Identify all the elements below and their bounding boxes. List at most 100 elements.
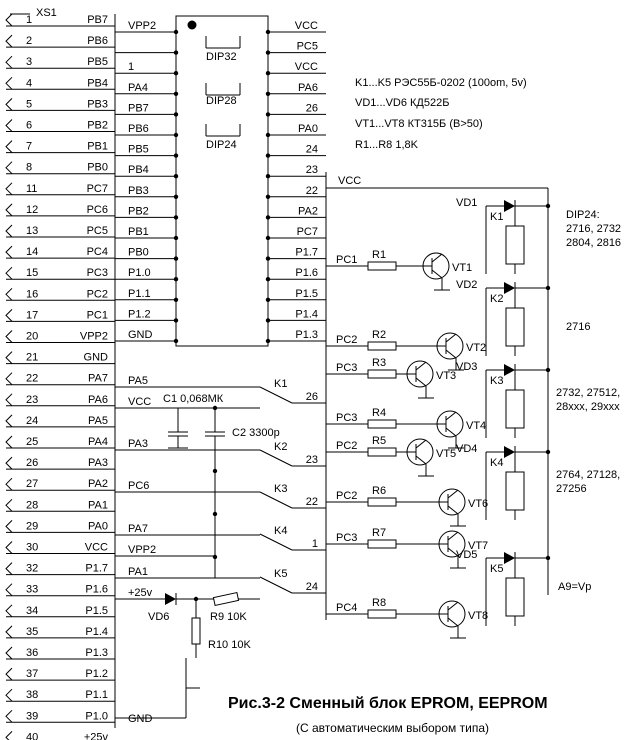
- legend-resistors: R1...R8 1,8K: [355, 139, 419, 151]
- pin-number: 4: [26, 77, 32, 89]
- label-pc6: PC6: [128, 480, 149, 492]
- pin-number: 5: [26, 98, 32, 110]
- pin-number: 7: [26, 141, 32, 153]
- pin-number: 22: [26, 373, 38, 385]
- stage-signal: PC4: [336, 602, 357, 614]
- pin-number: 38: [26, 689, 38, 701]
- pin-number: 24: [26, 415, 38, 427]
- legend-transistors: VT1...VT8 КТ315Б (B>50): [355, 118, 483, 130]
- pin-number: 16: [26, 288, 38, 300]
- label-r10: R10 10K: [208, 639, 251, 651]
- stage-resistor: R4: [372, 407, 386, 419]
- type-k1-a: 2716, 2732: [566, 223, 621, 235]
- pin-signal: PA5: [88, 415, 108, 427]
- pin-number: 13: [26, 225, 38, 237]
- pin-number: 29: [26, 520, 38, 532]
- socket-left-label: P1.0: [128, 267, 151, 279]
- socket-right-label: VCC: [295, 20, 318, 32]
- pin-number: 23: [26, 394, 38, 406]
- transistor-icon: [406, 438, 434, 466]
- socket-left-label: PB3: [128, 185, 149, 197]
- socket-left-label: P1.2: [128, 308, 151, 320]
- pin-number: 15: [26, 267, 38, 279]
- pin-signal: PB1: [87, 141, 108, 153]
- transistor-label: VT7: [468, 540, 488, 552]
- pin-number: 37: [26, 668, 38, 680]
- contact-label: K4: [274, 525, 287, 537]
- transistor-icon: [436, 332, 464, 360]
- pin-signal: P1.5: [85, 605, 108, 617]
- contact-label: K5: [274, 568, 287, 580]
- contact-label: K2: [274, 441, 287, 453]
- type-k4-a: 2764, 27128,: [556, 469, 620, 481]
- pin-signal: PB3: [87, 98, 108, 110]
- pin-signal: GND: [84, 352, 109, 364]
- stage-resistor: R5: [372, 435, 386, 447]
- socket-left-label: PA4: [128, 82, 148, 94]
- transistor-icon: [422, 252, 450, 280]
- pin-signal: PA0: [88, 520, 108, 532]
- pin-signal: PA3: [88, 457, 108, 469]
- transistor-icon: [406, 360, 434, 388]
- power-bus: VCC: [325, 172, 549, 620]
- pin-number: 30: [26, 542, 38, 554]
- relay-label: K4: [490, 457, 503, 469]
- relay-label: K2: [490, 293, 503, 305]
- connector-pin: 5 PB3: [5, 98, 115, 111]
- pin-number: 27: [26, 478, 38, 490]
- legend-diodes: VD1...VD6 КД522Б: [355, 97, 449, 109]
- diode-label: VD3: [456, 361, 477, 373]
- socket-left-label: PB4: [128, 164, 149, 176]
- connector-pin: 7 PB1: [5, 140, 115, 154]
- diode-label: VD1: [456, 197, 477, 209]
- pin-number: 12: [26, 204, 38, 216]
- socket-left-label: PB0: [128, 247, 149, 259]
- socket-right-label: P1.3: [295, 329, 318, 341]
- pin-signal: PB4: [87, 77, 108, 89]
- stage-resistor: R2: [372, 329, 386, 341]
- diode-label: VD5: [456, 549, 477, 561]
- pin-signal: PA4: [88, 436, 108, 448]
- relay-label: K3: [490, 375, 503, 387]
- type-k4-b: 27256: [556, 483, 587, 495]
- connector-pin: 40+25v: [5, 731, 108, 740]
- pin-signal: PA1: [88, 499, 108, 511]
- pin-signal: PB0: [87, 162, 108, 174]
- pin-number: 3: [26, 56, 32, 68]
- diode-label: VD2: [456, 279, 477, 291]
- figure-subcaption: (С автоматическим выбором типа): [296, 721, 489, 735]
- socket-left-label: PB5: [128, 144, 149, 156]
- pin-signal: PB7: [87, 14, 108, 26]
- transistor-label: VT2: [466, 342, 486, 354]
- pin-signal: PC7: [87, 183, 108, 195]
- socket-left-label: PB7: [128, 102, 149, 114]
- label-vpp2-lower: VPP2: [128, 544, 156, 556]
- socket-left-label: P1.1: [128, 288, 151, 300]
- pin-number: 14: [26, 246, 38, 258]
- socket-right-label: PC5: [297, 41, 318, 53]
- pin-signal: PC5: [87, 225, 108, 237]
- contact-pin: 22: [306, 496, 318, 508]
- stage-signal: PC1: [336, 254, 357, 266]
